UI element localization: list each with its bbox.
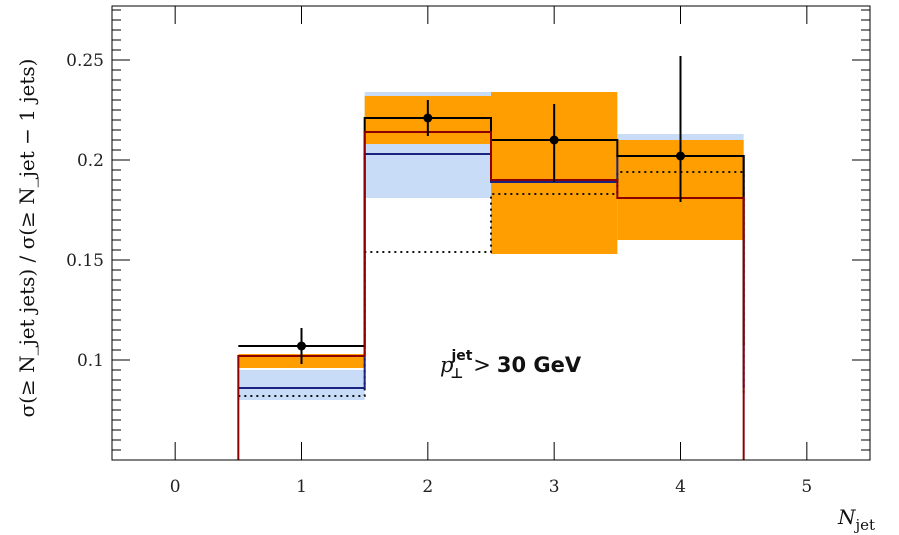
cut-annotation: pjet⊥>30 GeV <box>440 348 582 382</box>
plot-frame <box>111 5 871 461</box>
y-tick-label: 0.25 <box>66 51 104 71</box>
y-tick-label: 0.15 <box>66 251 104 271</box>
y-axis-label: σ(≥ N_jet jets) / σ(≥ N_jet − 1 jets) <box>15 59 39 418</box>
x-tick-label: 1 <box>296 477 307 497</box>
plot-border <box>111 5 871 461</box>
x-tick-label: 5 <box>801 477 812 497</box>
band-0-bin-1 <box>238 370 365 400</box>
data-point-4 <box>676 151 685 161</box>
data-point-3 <box>549 135 559 145</box>
x-tick-label: 4 <box>675 477 686 497</box>
x-tick-label: 0 <box>170 477 181 497</box>
data-point-1 <box>297 341 306 351</box>
y-tick-label: 0.1 <box>77 351 104 371</box>
x-tick-labels: 0 1 2 3 4 5 <box>170 477 812 497</box>
x-tick-label: 2 <box>422 477 433 497</box>
x-axis-label: Njet <box>837 505 875 534</box>
data-point-2 <box>423 113 433 123</box>
y-tick-label: 0.2 <box>77 151 104 171</box>
y-tick-labels: 0.1 0.15 0.2 0.25 <box>66 51 104 371</box>
x-tick-label: 3 <box>549 477 560 497</box>
data-points <box>297 56 685 364</box>
